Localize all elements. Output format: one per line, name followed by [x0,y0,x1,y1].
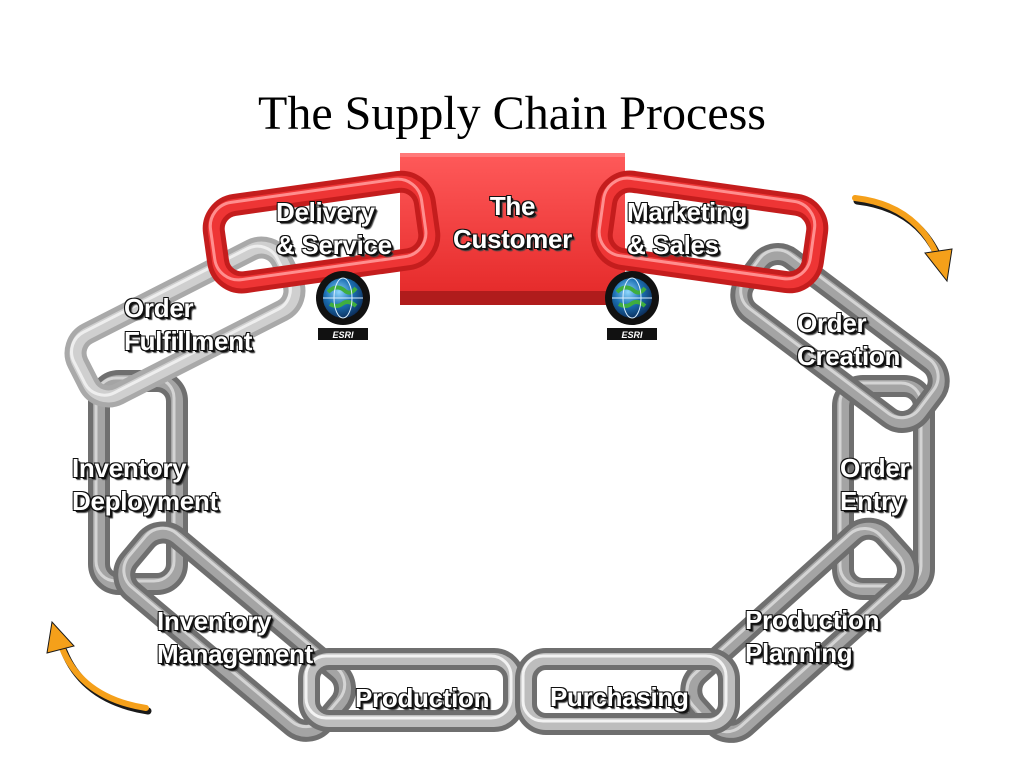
chain-link-delivery-service [202,170,441,294]
label-line: Creation [797,341,901,371]
label-line: Customer [453,224,572,254]
label-order-creation: Order Creation [797,307,900,373]
label-line: The [489,191,536,221]
label-line: Delivery [276,197,375,227]
label-line: Order [124,293,194,323]
esri-logo-text: ESRI [332,330,354,340]
label-inventory-management: Inventory Management [157,605,313,671]
label-production: Production [355,682,490,715]
label-line: Order [797,308,867,338]
chain-link-marketing-sales [590,170,829,294]
clockwise-arrow-icon [46,620,152,715]
label-line: Production [355,683,490,713]
label-line: Planning [745,638,853,668]
label-purchasing: Purchasing [550,681,689,714]
label-line: Purchasing [550,682,689,712]
label-line: Deployment [72,486,218,516]
label-line: Inventory [157,606,272,636]
label-line: Marketing [627,197,748,227]
label-line: & Service [276,230,392,260]
esri-globe-logo: ESRI [316,271,370,340]
label-production-planning: Production Planning [745,604,880,670]
label-line: Entry [840,486,905,516]
esri-logo-text: ESRI [621,330,643,340]
chain-link-purchasing [515,648,740,735]
label-line: Inventory [72,453,187,483]
label-line: Production [745,605,880,635]
label-line: Management [157,639,313,669]
label-order-fulfillment: Order Fulfillment [124,292,252,358]
label-the-customer: The Customer [430,190,595,256]
clockwise-arrow-icon [852,195,953,283]
label-inventory-deployment: Inventory Deployment [72,452,218,518]
label-line: & Sales [627,230,719,260]
esri-globe-logo: ESRI [605,271,659,340]
slide-title: The Supply Chain Process [258,87,766,140]
chain-link-production [298,648,525,732]
label-order-entry: Order Entry [840,452,910,518]
label-delivery-service: Delivery & Service [276,196,392,262]
label-line: Fulfillment [124,326,253,356]
label-line: Order [840,453,910,483]
label-marketing-sales: Marketing & Sales [627,196,747,262]
